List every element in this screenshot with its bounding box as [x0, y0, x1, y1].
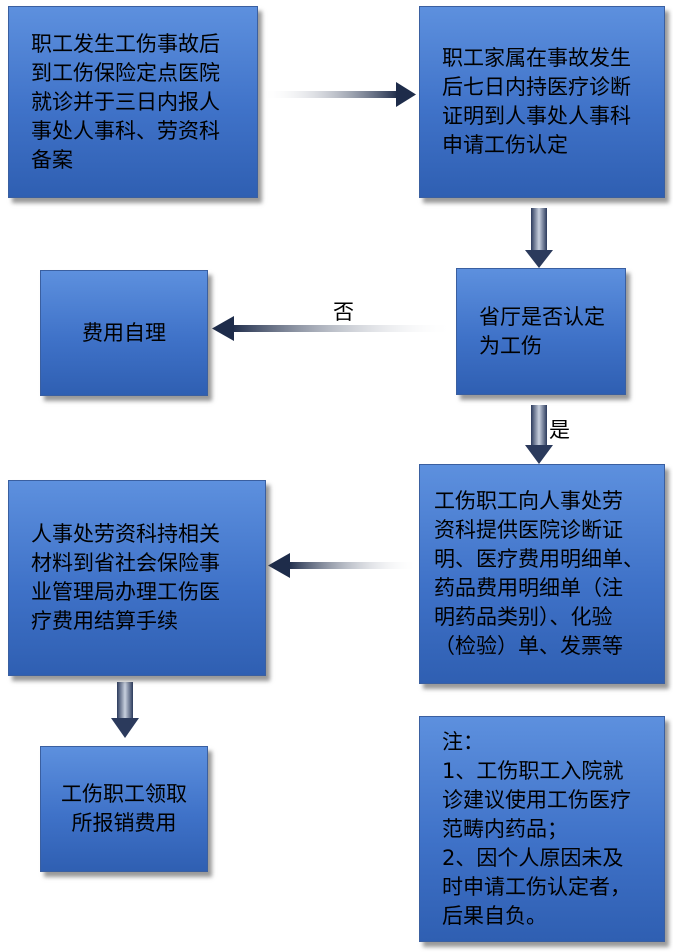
settlement-text: 人事处劳资科持相关 材料到省社会保险事 业管理局办理工伤医 疗费用结算手续	[31, 522, 220, 633]
collect-box: 工伤职工领取 所报销费用	[40, 746, 208, 872]
provide-docs-box: 工伤职工向人事处劳 资科提供医院诊断证 明、医疗费用明细单、 药品费用明细单（注…	[419, 464, 665, 684]
decision-text: 省厅是否认定 为工伤	[479, 304, 605, 358]
no-label: 否	[333, 300, 354, 324]
collect-text: 工伤职工领取 所报销费用	[61, 782, 187, 835]
arrow-settlement-to-collect	[111, 682, 139, 738]
note-text: 注： 1、工伤职工入院就 诊建议使用工伤医疗 范畴内药品； 2、因个人原因未及 …	[442, 729, 631, 928]
settlement-box: 人事处劳资科持相关 材料到省社会保险事 业管理局办理工伤医 疗费用结算手续	[8, 480, 266, 676]
decision-box: 省厅是否认定 为工伤	[456, 268, 626, 395]
family-apply-box: 职工家属在事故发生 后七日内持医疗诊断 证明到人事处人事科 申请工伤认定	[419, 6, 665, 198]
report-injury-box: 职工发生工伤事故后 到工伤保险定点医院 就诊并于三日内报人 事处人事科、劳资科 …	[8, 6, 258, 198]
self-pay-box: 费用自理	[40, 270, 208, 396]
arrow-report-to-apply	[262, 82, 416, 107]
arrow-docs-to-settlement	[268, 553, 418, 578]
provide-docs-text: 工伤职工向人事处劳 资科提供医院诊断证 明、医疗费用明细单、 药品费用明细单（注…	[434, 489, 644, 658]
arrow-decision-to-selfpay	[212, 316, 454, 341]
family-apply-text: 职工家属在事故发生 后七日内持医疗诊断 证明到人事处人事科 申请工伤认定	[442, 46, 631, 157]
arrow-apply-to-decision	[525, 208, 553, 268]
report-injury-text: 职工发生工伤事故后 到工伤保险定点医院 就诊并于三日内报人 事处人事科、劳资科 …	[31, 31, 220, 172]
arrow-decision-to-docs	[525, 405, 553, 464]
note-box: 注： 1、工伤职工入院就 诊建议使用工伤医疗 范畴内药品； 2、因个人原因未及 …	[419, 716, 665, 942]
self-pay-text: 费用自理	[82, 320, 166, 345]
yes-label: 是	[549, 418, 570, 442]
